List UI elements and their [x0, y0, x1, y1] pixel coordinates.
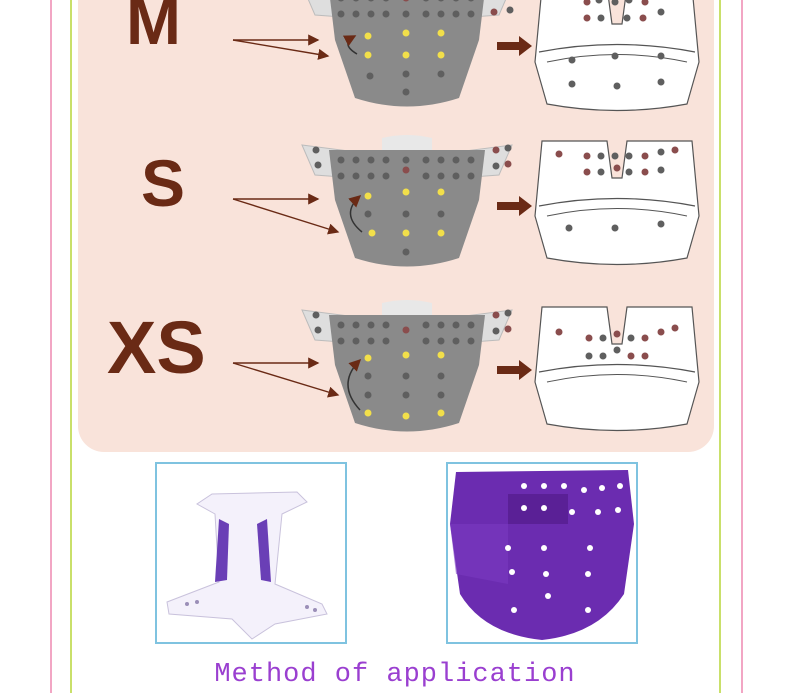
frame-line-green-right [719, 0, 721, 693]
diaper-xs-outline [534, 306, 700, 432]
caption-method-of-application: Method of application [214, 660, 576, 690]
diaper-s-snap-dots [312, 144, 512, 256]
diaper-s-fold-arrow [348, 194, 363, 233]
frame-line-pink-left [50, 0, 52, 693]
diaper-m-outline [534, 0, 700, 112]
diaper-xs-snaps [301, 299, 513, 432]
diaper-xs-snap-dots [312, 309, 512, 420]
frame-line-pink-right [741, 0, 743, 693]
diaper-xs-fold-arrow [347, 358, 362, 411]
diaper-s-snaps [301, 134, 513, 267]
purple-diaper-illustration [450, 470, 634, 640]
row-m-right-arrow-icon [497, 36, 532, 56]
white-diaper-illustration [166, 491, 328, 640]
diaper-m-snap-dots [337, 0, 514, 96]
size-label-s: S [141, 146, 186, 220]
row-m-pointer-lines [232, 34, 330, 60]
row-s-right-arrow-icon [497, 196, 532, 216]
frame-line-green-left [70, 0, 72, 693]
diaper-m-fold-arrow [342, 35, 358, 55]
row-xs-pointer-lines [232, 357, 340, 398]
row-xs-right-arrow-icon [497, 360, 532, 380]
row-s-pointer-lines [232, 193, 340, 235]
diaper-s-outline [534, 140, 700, 266]
size-label-m: M [126, 0, 181, 58]
purple-diaper-photo [446, 462, 638, 644]
white-diaper-photo [155, 462, 347, 644]
size-label-xs: XS [107, 306, 206, 389]
